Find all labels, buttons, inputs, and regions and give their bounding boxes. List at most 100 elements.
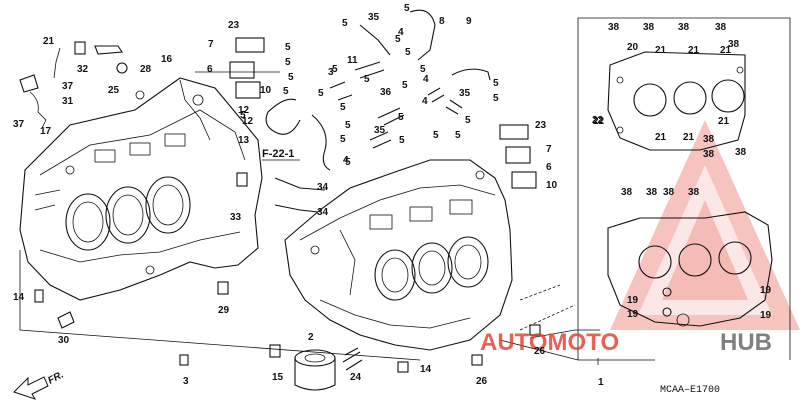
callout-number: 34 [317,182,329,193]
callout-number: 25 [108,85,120,96]
diagram-code: MCAA–E1700 [660,385,720,396]
callout-number: 12 [242,116,254,127]
callout-number: 5 [318,88,324,99]
callout-number: 35 [374,125,386,136]
callout-number: 37 [13,119,25,130]
callout-number: 6 [546,162,552,173]
callout-number: 4 [343,155,349,166]
callout-number: 19 [627,295,639,306]
callout-number: 34 [317,207,329,218]
callout-number: 21 [688,45,700,56]
callout-number: 5 [433,130,439,141]
callout-number: 31 [62,96,74,107]
callout-number: 5 [402,80,408,91]
callout-number: 7 [208,39,214,50]
callout-number: 35 [459,88,471,99]
callout-number: 26 [534,346,546,357]
callout-number: 35 [368,12,380,23]
callout-number: 15 [272,372,284,383]
callout-number: 5 [345,120,351,131]
upper-crankcase [19,77,263,301]
callout-number: 20 [627,42,639,53]
callout-number: 5 [283,86,289,97]
callout-number: 5 [285,57,291,68]
callout-number: 19 [760,285,772,296]
callout-number: 3 [328,67,334,78]
callout-number: 21 [43,36,55,47]
callout-number: 5 [288,72,294,83]
callout-number: 5 [420,64,426,75]
callout-number: 13 [238,135,250,146]
callout-number: 37 [62,81,74,92]
callout-number: 5 [455,130,461,141]
callout-number: 2 [308,332,314,343]
frame-lines [19,17,791,365]
callout-labels: 2376101255555555555555555555555553535354… [13,3,772,388]
watermark-logo [610,120,800,330]
callout-number: 38 [621,187,633,198]
callout-number: 29 [218,305,230,316]
callout-number: 17 [40,126,52,137]
callout-number: 19 [760,310,772,321]
callout-number: 33 [230,212,242,223]
callout-number: 5 [340,102,346,113]
callout-number: 7 [546,144,552,155]
callout-number: 5 [404,3,410,14]
callout-number: 10 [546,180,558,191]
callout-number: 38 [643,22,655,33]
callout-number: 38 [703,134,715,145]
callout-number: 10 [260,85,272,96]
lower-crankcase [284,159,513,351]
callout-number: 38 [688,187,700,198]
callout-number: 4 [422,96,428,107]
callout-number: 5 [399,135,405,146]
sensor-harness [19,41,145,129]
callout-number: 30 [58,335,70,346]
callout-number: 14 [13,292,25,303]
callout-number: 5 [364,74,370,85]
callout-number: 21 [718,116,730,127]
callout-number: 3 [183,376,189,387]
callout-number: 16 [161,54,173,65]
callout-number: 38 [646,187,658,198]
callout-number: 14 [420,364,432,375]
callout-number: 38 [715,22,727,33]
callout-number: 6 [207,64,213,75]
callout-number: 4 [398,27,404,38]
callout-number: 24 [350,372,362,383]
callout-number: 38 [728,39,740,50]
callout-number: 32 [77,64,89,75]
callout-number: 9 [466,16,472,27]
cylinder-head-gasket [607,51,746,151]
watermark-brand-automoto: AUTOMOTO [480,329,619,356]
reference-label: F-22-1 [262,148,294,160]
callout-number: 38 [678,22,690,33]
callout-number: 26 [476,376,488,387]
callout-number: 21 [655,132,667,143]
callout-number: 22 [592,115,604,126]
watermark-brand-hub: HUB [720,329,772,356]
callout-number: 12 [238,105,250,116]
crankcase-gasket [607,211,773,327]
callout-number: 5 [332,64,338,75]
callout-number: 5 [493,93,499,104]
callout-number: 28 [140,64,152,75]
callout-number: 23 [228,20,240,31]
callout-number: 23 [535,120,547,131]
oil-filter [294,349,336,391]
callout-number: 19 [627,309,639,320]
callout-number: 5 [493,78,499,89]
callout-number: 5 [465,115,471,126]
callout-number: 4 [423,74,429,85]
callout-number: 5 [240,110,246,121]
callout-number: 5 [285,42,291,53]
front-label: FR. [46,369,65,386]
callout-number: 38 [703,149,715,160]
callout-number: 1 [598,377,604,388]
callout-number: 8 [439,16,445,27]
callout-number: 5 [405,47,411,58]
misc-small-parts [34,172,541,373]
callout-number: 36 [380,87,392,98]
callout-number: 21 [655,45,667,56]
